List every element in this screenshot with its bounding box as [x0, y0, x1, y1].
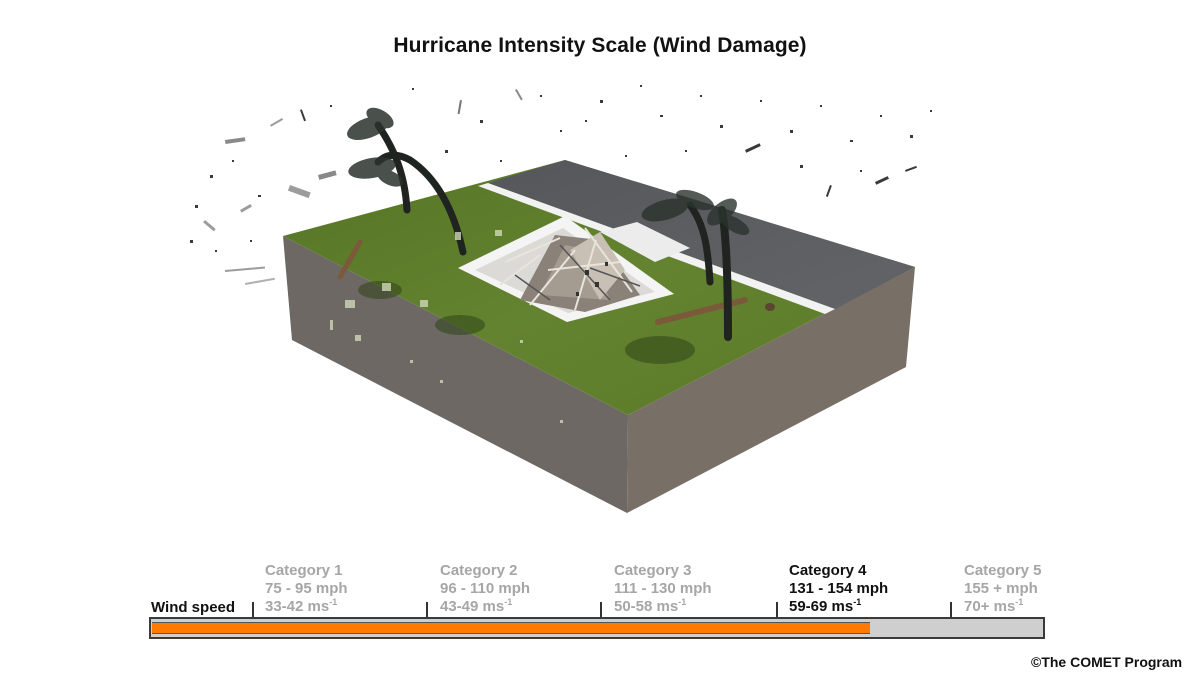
wind-speed-progress [152, 623, 871, 633]
wind-speed-label: Wind speed [151, 599, 236, 616]
tree-stump [765, 303, 775, 311]
category-5-tick [950, 602, 952, 618]
flying-debris [190, 85, 932, 285]
category-4-label: Category 4 131 - 154 mph 59-69 ms-1 [789, 562, 889, 615]
house-debris-pile [499, 227, 641, 312]
page-title: Hurricane Intensity Scale (Wind Damage) [393, 34, 807, 57]
category-3-tick [600, 602, 602, 618]
driveway [600, 222, 690, 262]
category-1-tick [252, 602, 254, 618]
category-3-label: Category 3 111 - 130 mph 50-58 ms-1 [614, 562, 712, 615]
intensity-scale: Category 1 75 - 95 mph 33-42 ms-1 Catego… [0, 555, 1200, 655]
category-5-label: Category 5 155 + mph 70+ ms-1 [964, 562, 1042, 615]
category-1-label: Category 1 75 - 95 mph 33-42 ms-1 [265, 562, 348, 615]
soil-left-face [283, 236, 628, 513]
category-2-label: Category 2 96 - 110 mph 43-49 ms-1 [440, 562, 531, 615]
hurricane-damage-scene [190, 85, 932, 513]
wind-speed-bar [149, 617, 1045, 639]
fallen-log [337, 239, 363, 280]
palm-tree-left [347, 107, 467, 256]
category-4-tick [776, 602, 778, 618]
palm-tree-right [641, 189, 750, 341]
copyright-notice: ©The COMET Program [1031, 654, 1183, 670]
category-2-tick [426, 602, 428, 618]
soil-right-face [627, 267, 915, 513]
